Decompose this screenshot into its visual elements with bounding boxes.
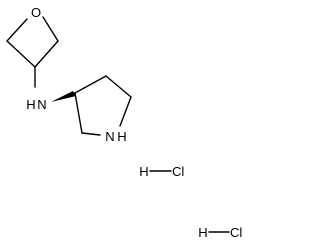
pyrrolidine-ring: N H (74, 75, 132, 144)
bond-c5-n1 (119, 96, 132, 127)
bond-n1-c2 (81, 132, 101, 136)
bond-o-c-right (42, 16, 59, 42)
salt-1-hydrogen-label: H (139, 164, 148, 179)
bond-c3-c4 (74, 75, 107, 94)
bond-c-right-c3 (34, 40, 59, 68)
oxetane-ring: O (6, 5, 59, 68)
bond-c2-c3 (74, 92, 83, 134)
bond-o-c-left (6, 18, 28, 42)
pyrrolidine-nitrogen-label: N (105, 129, 114, 144)
structure-diagram: O H N N H H Cl H Cl (6, 5, 242, 240)
bond-c-left-c3 (6, 40, 36, 68)
salt-2-chlorine-label: Cl (230, 225, 242, 240)
salt-1-chlorine-label: Cl (172, 164, 184, 179)
wedge-bond (51, 91, 76, 102)
hcl-salt-1: H Cl (139, 164, 184, 179)
amine-nitrogen-label: N (37, 97, 46, 112)
oxetane-oxygen-label: O (31, 5, 41, 20)
salt-2-hydrogen-label: H (198, 225, 207, 240)
hcl-salt-2: H Cl (198, 225, 242, 240)
pyrrolidine-hydrogen-label: H (117, 129, 126, 144)
amine-nh: H N (26, 97, 46, 112)
amine-hydrogen-label: H (26, 97, 35, 112)
bond-c4-c5 (105, 75, 132, 98)
